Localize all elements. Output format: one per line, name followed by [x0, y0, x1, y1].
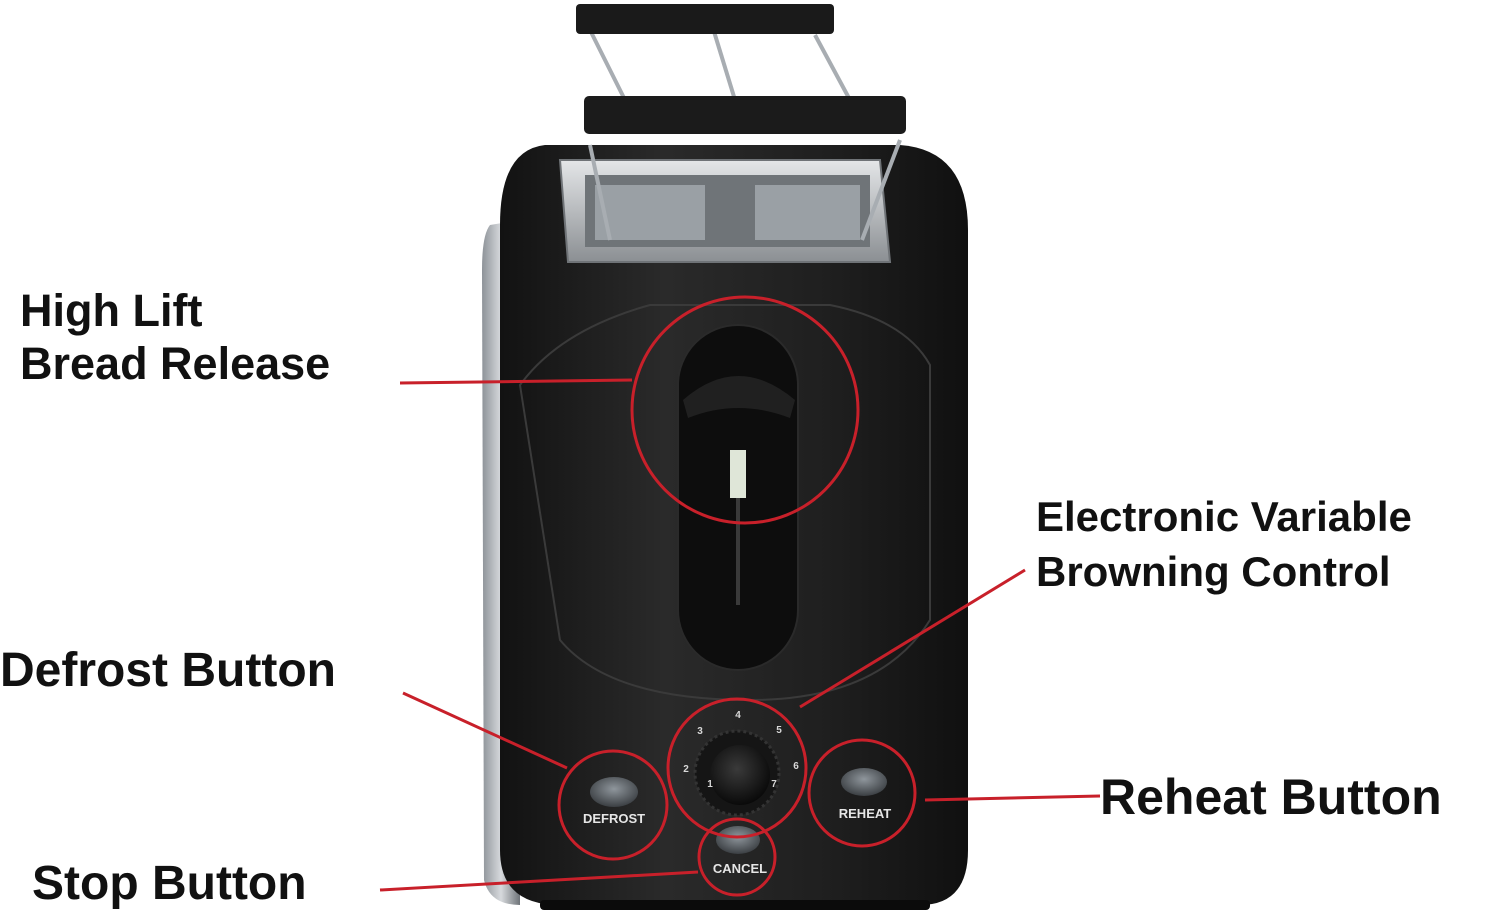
defrost-callout-label: Defrost Button	[0, 644, 336, 697]
lift-leader-line	[399, 378, 633, 385]
defrost-highlight-circle	[557, 749, 669, 861]
dial-number-1: 1	[707, 779, 713, 790]
browning-line-2: Browning Control	[1036, 547, 1391, 595]
front-panel-curve	[518, 304, 931, 702]
dial-number-2: 2	[683, 764, 689, 775]
reheat-leader-line	[924, 794, 1101, 802]
high-lift-line-1: High Lift	[20, 285, 203, 336]
browning-knob	[710, 745, 770, 805]
browning-callout-label: Electronic Variable Browning Control	[1036, 490, 1412, 599]
browning-line-1: Electronic Variable	[1036, 493, 1412, 540]
reheat-button-cap	[841, 768, 887, 796]
cancel-button-label: CANCEL	[713, 861, 767, 876]
toaster-foot	[540, 900, 930, 910]
stop-leader-line	[379, 870, 699, 892]
dial-number-5: 5	[776, 725, 782, 736]
toaster: DEFROST REHEAT CANCEL 1 2 3 4 5 6 7	[482, 4, 968, 910]
bread-rack	[588, 24, 902, 241]
lever-stem	[730, 450, 746, 498]
high-lift-line-2: Bread Release	[20, 338, 331, 390]
browning-dial-highlight-circle	[666, 697, 808, 839]
cancel-highlight-circle	[697, 817, 777, 897]
dial-number-4: 4	[735, 710, 741, 721]
defrost-button-cap	[590, 777, 638, 807]
dial-number-7: 7	[771, 779, 777, 790]
stop-callout-label: Stop Button	[32, 857, 307, 910]
cancel-button-cap	[716, 826, 760, 854]
defrost-leader-line	[402, 691, 568, 770]
rack-bar-front	[584, 96, 906, 134]
lift-lever-highlight-circle	[630, 295, 860, 525]
rack-bar-top	[576, 4, 834, 34]
slot-inner-left	[595, 185, 705, 240]
dial-number-6: 6	[793, 761, 799, 772]
reheat-highlight-circle	[807, 738, 917, 848]
defrost-button-label: DEFROST	[583, 811, 645, 826]
reheat-callout-label: Reheat Button	[1100, 769, 1442, 825]
browning-leader-line	[799, 568, 1026, 709]
high-lift-callout-label: High Lift Bread Release	[20, 284, 330, 390]
slot-inner-right	[755, 185, 860, 240]
lever-handle	[683, 376, 795, 418]
dial-numbers: 1 2 3 4 5 6 7	[683, 710, 799, 790]
dial-number-3: 3	[697, 726, 703, 737]
reheat-button-label: REHEAT	[839, 806, 892, 821]
callout-graphics	[379, 295, 1101, 897]
